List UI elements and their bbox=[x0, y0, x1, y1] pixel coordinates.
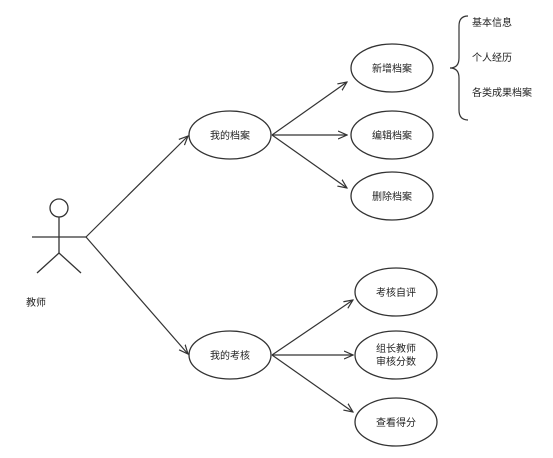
use-case-my-files: 我的档案 bbox=[188, 110, 272, 160]
use-case-leader-review: 组长教师 审核分数 bbox=[354, 330, 438, 380]
use-case-edit-file: 编辑档案 bbox=[350, 110, 434, 160]
use-case-view-score-label: 查看得分 bbox=[376, 416, 416, 429]
edge-actor-my-files bbox=[85, 136, 188, 238]
use-case-view-score: 查看得分 bbox=[354, 397, 438, 447]
use-case-my-assessment: 我的考核 bbox=[188, 330, 272, 380]
curly-brace bbox=[449, 15, 469, 121]
edge-actor-my-assessment bbox=[85, 236, 188, 354]
use-case-leader-review-line1: 组长教师 bbox=[376, 342, 416, 355]
edge-assessment-view bbox=[271, 354, 353, 412]
use-case-my-files-label: 我的档案 bbox=[210, 129, 250, 142]
use-case-delete-file: 删除档案 bbox=[350, 171, 434, 221]
use-case-add-file: 新增档案 bbox=[350, 43, 434, 93]
edge-my-files-add bbox=[271, 82, 347, 136]
actor-left-leg bbox=[36, 252, 60, 274]
use-case-delete-file-label: 删除档案 bbox=[372, 190, 412, 203]
content-item-achievements: 各类成果档案 bbox=[472, 86, 532, 99]
use-case-leader-review-line2: 审核分数 bbox=[376, 355, 416, 368]
actor-right-leg bbox=[58, 252, 82, 274]
add-file-contents-list: 基本信息 个人经历 各类成果档案 bbox=[472, 16, 532, 99]
use-case-self-assessment: 考核自评 bbox=[354, 267, 438, 317]
edge-my-files-delete bbox=[271, 134, 347, 188]
use-case-edit-file-label: 编辑档案 bbox=[372, 129, 412, 142]
content-item-personal-history: 个人经历 bbox=[472, 51, 512, 64]
use-case-add-file-label: 新增档案 bbox=[372, 62, 412, 75]
use-case-my-assessment-label: 我的考核 bbox=[210, 349, 250, 362]
content-item-basic-info: 基本信息 bbox=[472, 16, 512, 29]
actor-teacher: 教师 bbox=[26, 198, 86, 309]
edge-assessment-self bbox=[271, 300, 353, 356]
actor-head bbox=[49, 198, 69, 218]
use-case-self-assessment-label: 考核自评 bbox=[376, 286, 416, 299]
actor-label: 教师 bbox=[26, 296, 46, 309]
